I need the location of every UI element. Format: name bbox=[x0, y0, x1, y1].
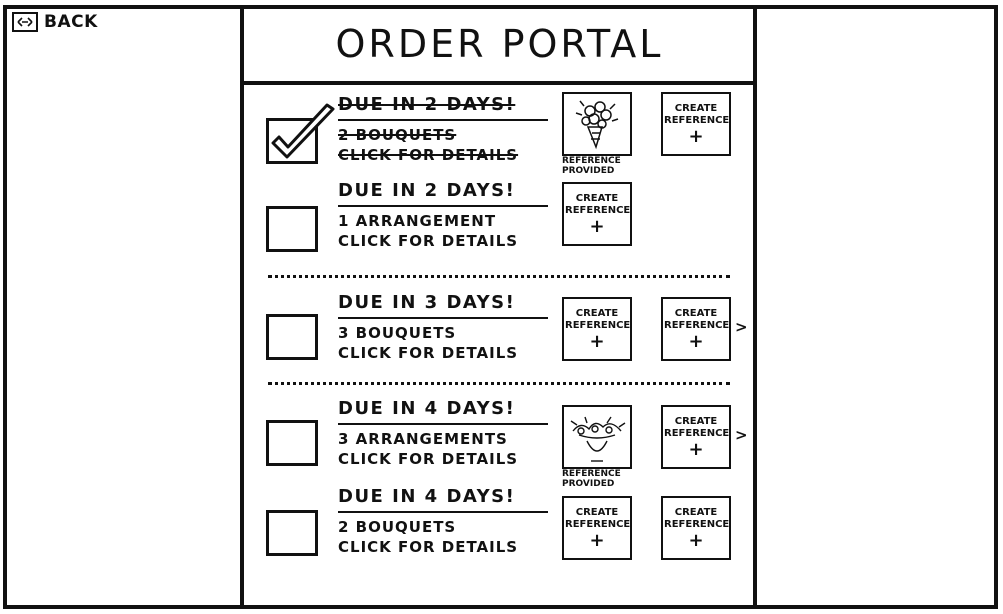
info-rule bbox=[338, 205, 548, 207]
due-label: DUE IN 3 DAYS! bbox=[338, 292, 516, 313]
quantity-label: 3 ARRANGEMENTS bbox=[338, 430, 508, 448]
create-reference-label: CREATE REFERENCE bbox=[565, 192, 631, 216]
create-reference-button[interactable]: CREATE REFERENCE + bbox=[661, 405, 731, 469]
quantity-label: 3 BOUQUETS bbox=[338, 324, 457, 342]
section-divider bbox=[268, 275, 730, 278]
create-reference-label: CREATE REFERENCE bbox=[664, 506, 730, 530]
quantity-label: 2 BOUQUETS bbox=[338, 126, 457, 144]
order-checkbox[interactable] bbox=[266, 103, 335, 164]
arrangement-sketch-icon bbox=[570, 416, 626, 462]
back-button[interactable]: BACK bbox=[12, 12, 98, 32]
order-item-1: DUE IN 2 DAYS! 2 BOUQUETS CLICK FOR DETA… bbox=[244, 92, 755, 184]
plus-icon: + bbox=[589, 215, 605, 237]
details-link[interactable]: CLICK FOR DETAILS bbox=[338, 146, 519, 164]
more-references-arrow[interactable]: > bbox=[735, 318, 748, 336]
order-checkbox[interactable] bbox=[266, 420, 318, 466]
order-item-4: DUE IN 4 DAYS! 3 ARRANGEMENTS CLICK FOR … bbox=[244, 398, 755, 490]
due-label: DUE IN 4 DAYS! bbox=[338, 398, 516, 419]
create-reference-label: CREATE REFERENCE bbox=[664, 307, 730, 331]
info-rule bbox=[338, 511, 548, 513]
plus-icon: + bbox=[688, 438, 704, 460]
details-link[interactable]: CLICK FOR DETAILS bbox=[338, 344, 519, 362]
bouquet-sketch-icon bbox=[575, 100, 619, 150]
info-rule bbox=[338, 119, 548, 121]
quantity-label: 1 ARRANGEMENT bbox=[338, 212, 497, 230]
create-reference-button[interactable]: CREATE REFERENCE + bbox=[661, 496, 731, 560]
reference-provided-caption: REFERENCE PROVIDED bbox=[562, 156, 621, 176]
back-label: BACK bbox=[44, 12, 98, 32]
create-reference-label: CREATE REFERENCE bbox=[664, 102, 730, 126]
left-column-divider bbox=[240, 5, 244, 609]
details-link[interactable]: CLICK FOR DETAILS bbox=[338, 538, 519, 556]
plus-icon: + bbox=[589, 529, 605, 551]
create-reference-label: CREATE REFERENCE bbox=[565, 506, 631, 530]
details-link[interactable]: CLICK FOR DETAILS bbox=[338, 232, 519, 250]
section-divider bbox=[268, 382, 730, 385]
right-column-divider bbox=[753, 5, 757, 609]
order-checkbox[interactable] bbox=[266, 510, 318, 556]
reference-provided-caption: REFERENCE PROVIDED bbox=[562, 469, 621, 489]
page-title: ORDER PORTAL bbox=[335, 22, 664, 66]
order-item-5: DUE IN 4 DAYS! 2 BOUQUETS CLICK FOR DETA… bbox=[244, 486, 755, 578]
order-item-3: DUE IN 3 DAYS! 3 BOUQUETS CLICK FOR DETA… bbox=[244, 292, 755, 384]
create-reference-label: CREATE REFERENCE bbox=[565, 307, 631, 331]
due-label: DUE IN 4 DAYS! bbox=[338, 486, 516, 507]
due-label: DUE IN 2 DAYS! bbox=[338, 180, 516, 201]
wireframe-frame bbox=[3, 5, 998, 609]
reference-image-tile[interactable] bbox=[562, 405, 632, 469]
checkmark-icon bbox=[271, 103, 335, 159]
info-rule bbox=[338, 317, 548, 319]
more-references-arrow[interactable]: > bbox=[735, 426, 748, 444]
due-label: DUE IN 2 DAYS! bbox=[338, 94, 516, 115]
image-frame-icon bbox=[12, 12, 38, 32]
plus-icon: + bbox=[688, 125, 704, 147]
order-checkbox[interactable] bbox=[266, 206, 318, 252]
info-rule bbox=[338, 423, 548, 425]
plus-icon: + bbox=[688, 529, 704, 551]
order-item-2: DUE IN 2 DAYS! 1 ARRANGEMENT CLICK FOR D… bbox=[244, 180, 755, 272]
plus-icon: + bbox=[589, 330, 605, 352]
create-reference-button[interactable]: CREATE REFERENCE + bbox=[562, 297, 632, 361]
plus-icon: + bbox=[688, 330, 704, 352]
title-bar: ORDER PORTAL bbox=[244, 7, 755, 85]
quantity-label: 2 BOUQUETS bbox=[338, 518, 457, 536]
reference-image-tile[interactable] bbox=[562, 92, 632, 156]
create-reference-button[interactable]: CREATE REFERENCE + bbox=[562, 496, 632, 560]
create-reference-label: CREATE REFERENCE bbox=[664, 415, 730, 439]
details-link[interactable]: CLICK FOR DETAILS bbox=[338, 450, 519, 468]
create-reference-button[interactable]: CREATE REFERENCE + bbox=[661, 297, 731, 361]
order-checkbox[interactable] bbox=[266, 314, 318, 360]
create-reference-button[interactable]: CREATE REFERENCE + bbox=[562, 182, 632, 246]
create-reference-button[interactable]: CREATE REFERENCE + bbox=[661, 92, 731, 156]
